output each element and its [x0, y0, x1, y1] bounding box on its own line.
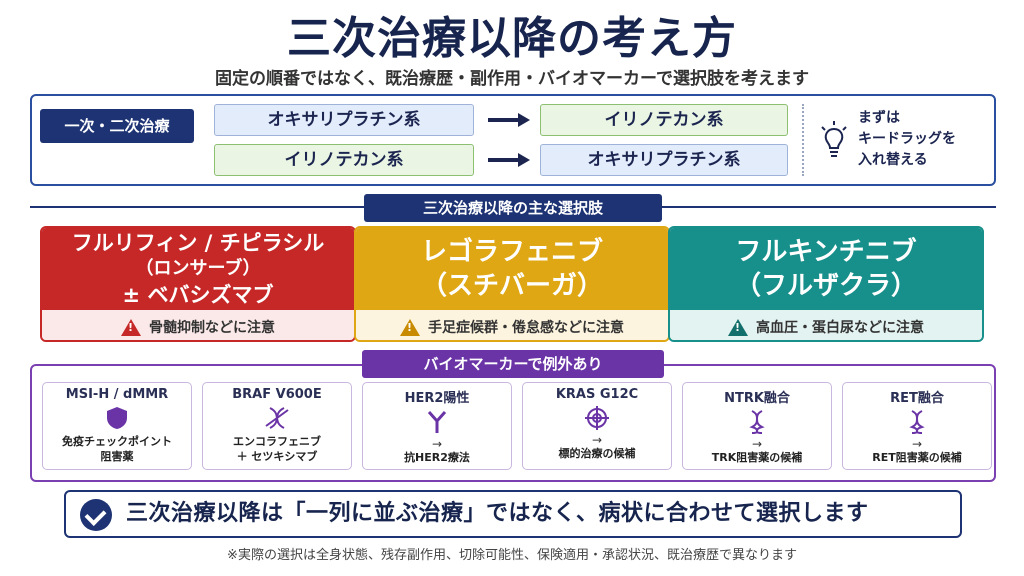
biomarker-name: KRAS G12C	[555, 387, 639, 402]
option-brand-line: （ロンサーブ）	[135, 258, 261, 279]
option-brand-line: （スチバーガ）	[420, 271, 603, 301]
keydrug-tip: まずは キードラッグを 入れ替える	[858, 108, 988, 171]
biomarker-name: MSI-H / dMMR	[65, 387, 169, 402]
option-brand-line: （フルザクラ）	[734, 271, 917, 301]
panel-divider	[802, 104, 804, 176]
option-caution-text: 高血圧・蛋白尿などに注意	[756, 320, 924, 336]
warning-icon	[121, 318, 141, 336]
option-caution-text: 骨髄抑制などに注意	[149, 320, 275, 336]
footnote: ※実際の選択は全身状態、残存副作用、切除可能性、保険適用・承認状況、既治療歴で異…	[227, 548, 797, 563]
warning-icon	[728, 318, 748, 336]
row1-from-pill: オキサリプラチン系	[214, 104, 474, 136]
biomarker-therapy-line-1: エンコラフェニブ	[233, 435, 321, 448]
biomarker-name: BRAF V600E	[232, 387, 322, 402]
option-card-head: フルキンチニブ （フルザクラ）	[670, 228, 982, 310]
biomarker-card-msi: MSI-H / dMMR 免疫チェックポイント 阻害薬	[42, 382, 192, 470]
gene-fusion-icon	[749, 410, 765, 434]
biomarker-card-kras: KRAS G12C → 標的治療の候補	[522, 382, 672, 470]
summary-text: 三次治療以降は「一列に並ぶ治療」ではなく、病状に合わせて選択します	[126, 501, 869, 526]
biomarker-arrow: →	[591, 433, 603, 447]
gene-fusion-icon	[909, 410, 925, 434]
biomarker-name: NTRK融合	[724, 391, 790, 406]
row2-to-pill: オキサリプラチン系	[540, 144, 788, 176]
biomarker-section-label: バイオマーカーで例外あり	[362, 350, 664, 378]
biomarker-arrow: →	[431, 437, 443, 451]
row1-to-pill: イリノテカン系	[540, 104, 788, 136]
row2-from-pill: イリノテカン系	[214, 144, 474, 176]
option-caution-text: 手足症候群・倦怠感などに注意	[428, 320, 624, 336]
page-title: 三次治療以降の考え方	[287, 13, 737, 64]
biomarker-card-ntrk: NTRK融合 → TRK阻害薬の候補	[682, 382, 832, 470]
tip-line-1: まずは	[858, 110, 900, 126]
biomarker-therapy-line-2: 阻害薬	[100, 450, 134, 463]
biomarker-therapy-line-1: 免疫チェックポイント	[62, 435, 172, 448]
summary-banner: 三次治療以降は「一列に並ぶ治療」ではなく、病状に合わせて選択します	[64, 490, 962, 538]
biomarker-card-braf: BRAF V600E エンコラフェニブ ＋ セツキシマブ	[202, 382, 352, 470]
warning-icon	[400, 318, 420, 336]
dna-target-icon	[265, 407, 289, 429]
biomarker-card-ret: RET融合 → RET阻害薬の候補	[842, 382, 992, 470]
shield-icon	[107, 407, 127, 429]
biomarker-name: HER2陽性	[404, 391, 470, 406]
option-card-lonsurf: フルリフィン / チピラシル （ロンサーブ） ± ベバシズマブ 骨髄抑制などに注…	[40, 226, 356, 342]
option-caution: 高血圧・蛋白尿などに注意	[670, 310, 982, 340]
biomarker-therapy-line-2: ＋ セツキシマブ	[236, 450, 318, 463]
row1-arrow-icon	[488, 113, 530, 127]
page-subtitle: 固定の順番ではなく、既治療歴・副作用・バイオマーカーで選択肢を考えます	[215, 69, 809, 89]
first-second-line-label: 一次・二次治療	[40, 109, 194, 143]
biomarker-therapy-line-1: 標的治療の候補	[558, 447, 636, 460]
option-card-fruzaqla: フルキンチニブ （フルザクラ） 高血圧・蛋白尿などに注意	[668, 226, 984, 342]
first-second-line-panel: 一次・二次治療 オキサリプラチン系 イリノテカン系 イリノテカン系 オキサリプラ…	[30, 94, 996, 186]
row2-arrow-icon	[488, 153, 530, 167]
biomarker-therapy-line-1: TRK阻害薬の候補	[711, 451, 803, 464]
option-name-line: レゴラフェニブ	[420, 237, 603, 267]
option-name-line: フルキンチニブ	[735, 237, 917, 267]
antibody-icon	[427, 411, 447, 433]
tip-line-2: キードラッグを	[858, 131, 956, 147]
option-combo-line: ± ベバシズマブ	[122, 283, 274, 307]
options-section-label: 三次治療以降の主な選択肢	[364, 194, 662, 222]
biomarker-arrow: →	[751, 437, 763, 451]
target-icon	[585, 406, 609, 430]
option-card-stivarga: レゴラフェニブ （スチバーガ） 手足症候群・倦怠感などに注意	[354, 226, 670, 342]
tip-line-3: 入れ替える	[858, 152, 928, 168]
option-name-line: フルリフィン / チピラシル	[71, 231, 325, 255]
option-card-head: フルリフィン / チピラシル （ロンサーブ） ± ベバシズマブ	[42, 228, 354, 310]
option-caution: 骨髄抑制などに注意	[42, 310, 354, 340]
option-card-head: レゴラフェニブ （スチバーガ）	[356, 228, 668, 310]
biomarker-name: RET融合	[890, 391, 944, 406]
biomarker-therapy-line-1: RET阻害薬の候補	[872, 451, 962, 464]
lightbulb-icon	[821, 121, 847, 157]
biomarker-arrow: →	[911, 437, 923, 451]
biomarker-card-her2: HER2陽性 → 抗HER2療法	[362, 382, 512, 470]
option-caution: 手足症候群・倦怠感などに注意	[356, 310, 668, 340]
biomarker-therapy-line-1: 抗HER2療法	[404, 451, 470, 464]
check-circle-icon	[80, 499, 112, 531]
